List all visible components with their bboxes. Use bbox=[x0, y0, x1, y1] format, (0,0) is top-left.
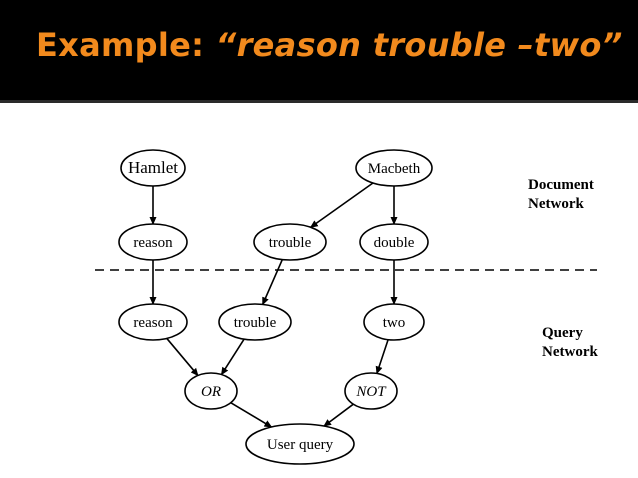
node-q-trouble: trouble bbox=[218, 303, 292, 341]
node-user-query: User query bbox=[245, 423, 355, 465]
edge-not-to-user-query bbox=[323, 403, 354, 427]
query-network-label: Query Network bbox=[542, 324, 598, 362]
node-doc-double: double bbox=[359, 223, 429, 261]
edges-group bbox=[149, 182, 398, 428]
node-ellipse bbox=[118, 303, 188, 341]
nodes-group: Hamlet Macbeth reason trouble double reason tr… bbox=[118, 149, 433, 465]
slide-title: Example: “reason trouble –two” bbox=[36, 26, 623, 64]
node-q-two: two bbox=[363, 303, 425, 341]
edge-q-trouble-to-or bbox=[220, 338, 245, 376]
edge-doc-trouble-to-q-trouble bbox=[261, 259, 284, 306]
node-q-reason: reason bbox=[118, 303, 188, 341]
node-doc-trouble: trouble bbox=[253, 223, 327, 261]
document-network-line-1: Document bbox=[528, 177, 594, 193]
node-label: double bbox=[374, 235, 415, 251]
node-not: NOT bbox=[344, 372, 398, 410]
node-label: reason bbox=[133, 235, 173, 251]
node-hamlet: Hamlet bbox=[120, 149, 186, 187]
node-ellipse bbox=[253, 223, 327, 261]
node-label: Hamlet bbox=[128, 158, 178, 177]
node-label: two bbox=[383, 315, 406, 331]
edge-or-to-user-query bbox=[230, 402, 273, 428]
node-macbeth: Macbeth bbox=[355, 149, 433, 187]
node-ellipse bbox=[218, 303, 292, 341]
title-query: “reason trouble –two” bbox=[215, 26, 623, 64]
edge-q-two-to-not bbox=[375, 339, 389, 375]
node-label: reason bbox=[133, 315, 173, 331]
node-ellipse bbox=[363, 303, 425, 341]
node-label: trouble bbox=[269, 235, 312, 251]
document-network-label: Document Network bbox=[528, 176, 594, 214]
document-network-line-2: Network bbox=[528, 196, 584, 212]
edge-q-reason-to-or bbox=[166, 337, 199, 377]
node-label: Macbeth bbox=[368, 161, 421, 177]
edge-macbeth-to-doc-trouble bbox=[309, 182, 374, 228]
node-label: OR bbox=[201, 384, 221, 400]
node-ellipse bbox=[118, 223, 188, 261]
node-label: trouble bbox=[234, 315, 277, 331]
node-ellipse bbox=[344, 372, 398, 410]
node-label: NOT bbox=[355, 384, 387, 400]
node-label: User query bbox=[267, 437, 334, 453]
node-ellipse bbox=[120, 149, 186, 187]
node-or: OR bbox=[184, 372, 238, 410]
node-ellipse bbox=[359, 223, 429, 261]
query-network-line-2: Network bbox=[542, 344, 598, 360]
node-ellipse bbox=[245, 423, 355, 465]
title-prefix: Example: bbox=[36, 26, 216, 64]
query-network-line-1: Query bbox=[542, 325, 583, 341]
node-ellipse bbox=[184, 372, 238, 410]
title-bar: Example: “reason trouble –two” bbox=[0, 0, 638, 103]
node-ellipse bbox=[355, 149, 433, 187]
node-doc-reason: reason bbox=[118, 223, 188, 261]
